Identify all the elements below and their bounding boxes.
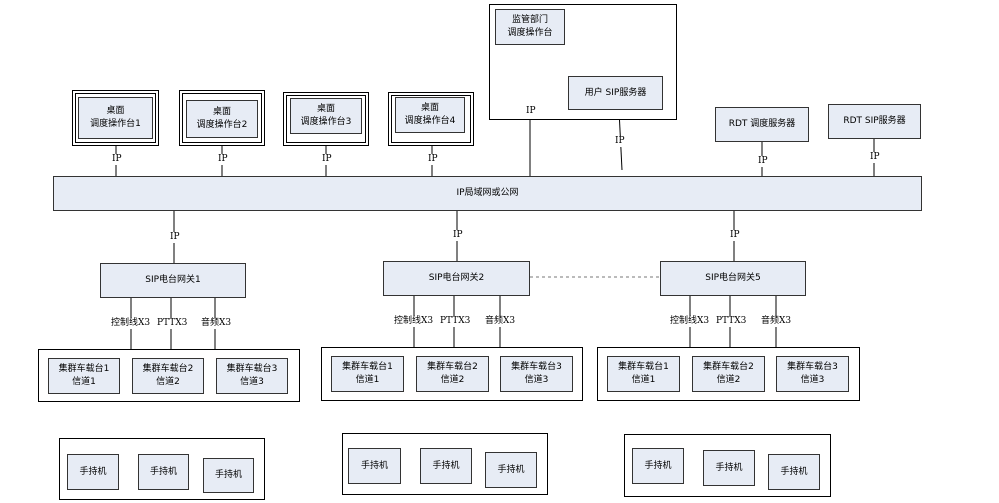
desk-console-1: 桌面 调度操作台1 bbox=[78, 97, 153, 139]
handheld-device: 手持机 bbox=[703, 450, 755, 486]
vehicle-station-3: 集群车载台3 信道3 bbox=[216, 358, 288, 394]
handheld-device: 手持机 bbox=[485, 452, 537, 488]
handheld-device: 手持机 bbox=[203, 458, 254, 493]
control-line-label: 控制线X3 bbox=[670, 316, 710, 327]
desk-console-3: 桌面 调度操作台3 bbox=[290, 98, 362, 134]
ip-network-bar: IP局域网或公网 bbox=[53, 176, 922, 211]
vehicle-station-2: 集群车载台2 信道2 bbox=[692, 356, 765, 392]
handheld-device: 手持机 bbox=[138, 454, 189, 490]
ip-label: IP bbox=[870, 152, 880, 163]
sip-radio-gateway-2: SIP电台网关2 bbox=[383, 261, 530, 296]
handheld-device: 手持机 bbox=[420, 448, 472, 484]
desk-console-2: 桌面 调度操作台2 bbox=[186, 100, 258, 138]
ip-label: IP bbox=[428, 154, 438, 165]
vehicle-station-2: 集群车载台2 信道2 bbox=[132, 358, 204, 394]
audio-label: 音频X3 bbox=[761, 316, 792, 327]
user-sip-server: 用户 SIP服务器 bbox=[568, 76, 663, 110]
control-line-label: 控制线X3 bbox=[394, 316, 434, 327]
monitor-console: 监管部门 调度操作台 bbox=[495, 9, 565, 45]
ip-label: IP bbox=[615, 136, 625, 147]
handheld-device: 手持机 bbox=[768, 454, 820, 490]
handheld-device: 手持机 bbox=[67, 454, 119, 490]
ip-label: IP bbox=[218, 154, 228, 165]
vehicle-station-3: 集群车载台3 信道3 bbox=[500, 356, 573, 392]
ip-label: IP bbox=[758, 156, 768, 167]
ptt-label: PTTX3 bbox=[440, 316, 471, 327]
sip-radio-gateway-1: SIP电台网关1 bbox=[100, 263, 246, 298]
rdt-sip-server: RDT SIP服务器 bbox=[828, 104, 921, 139]
audio-label: 音频X3 bbox=[201, 318, 232, 329]
rdt-dispatch-server: RDT 调度服务器 bbox=[715, 107, 809, 142]
ip-label: IP bbox=[526, 106, 536, 117]
vehicle-station-1: 集群车载台1 信道1 bbox=[607, 356, 680, 392]
ip-label: IP bbox=[170, 232, 180, 243]
sip-radio-gateway-5: SIP电台网关5 bbox=[660, 261, 806, 296]
ptt-label: PTTX3 bbox=[716, 316, 747, 327]
desk-console-4: 桌面 调度操作台4 bbox=[395, 97, 465, 133]
ip-label: IP bbox=[322, 154, 332, 165]
ip-label: IP bbox=[730, 230, 740, 241]
vehicle-station-2: 集群车载台2 信道2 bbox=[416, 356, 489, 392]
handheld-device: 手持机 bbox=[348, 448, 401, 484]
control-line-label: 控制线X3 bbox=[111, 318, 151, 329]
vehicle-station-1: 集群车载台1 信道1 bbox=[331, 356, 404, 392]
audio-label: 音频X3 bbox=[485, 316, 516, 327]
vehicle-station-1: 集群车载台1 信道1 bbox=[48, 358, 120, 394]
ip-label: IP bbox=[453, 230, 463, 241]
ptt-label: PTTX3 bbox=[157, 318, 188, 329]
handheld-device: 手持机 bbox=[632, 448, 684, 484]
ip-label: IP bbox=[112, 154, 122, 165]
vehicle-station-3: 集群车载台3 信道3 bbox=[776, 356, 849, 392]
